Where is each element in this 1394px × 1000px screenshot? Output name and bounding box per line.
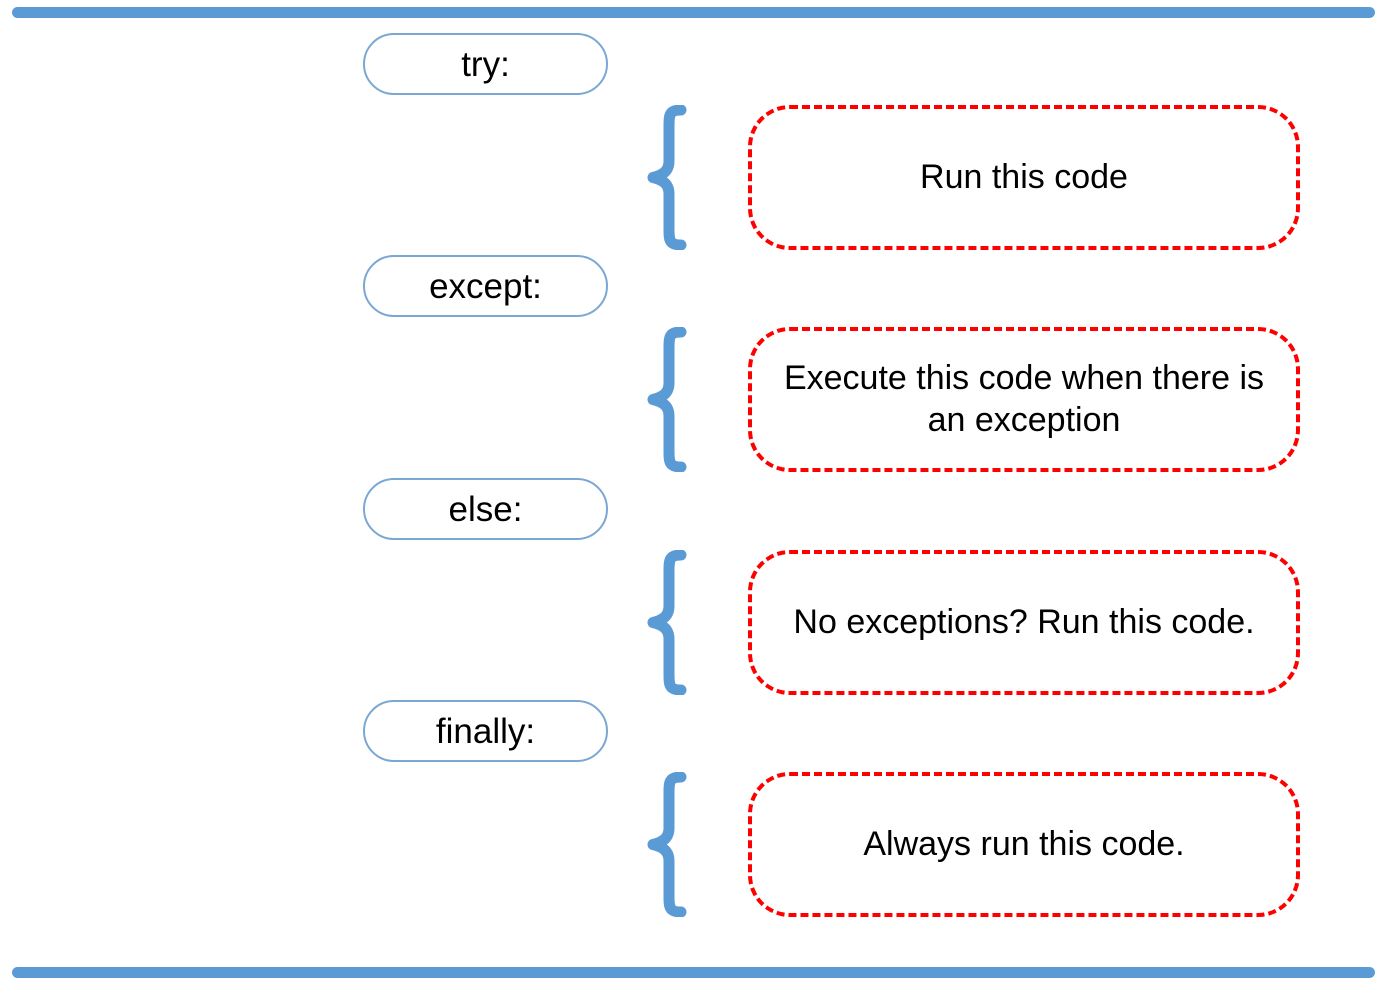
curly-brace-icon-else — [640, 550, 692, 695]
keyword-label: except: — [429, 266, 542, 306]
top-divider — [12, 7, 1375, 18]
callout-box-finally: Always run this code. — [748, 772, 1300, 917]
callout-text: No exceptions? Run this code. — [793, 602, 1255, 641]
keyword-pill-try: try: — [363, 33, 608, 95]
keyword-label: else: — [448, 489, 523, 529]
callout-text: Execute this code when there is an excep… — [783, 359, 1265, 439]
keyword-label: try: — [461, 44, 510, 84]
keyword-pill-else: else: — [363, 478, 608, 540]
curly-brace-icon-except — [640, 327, 692, 472]
callout-box-try: Run this code — [748, 105, 1300, 250]
curly-brace-icon-finally — [640, 772, 692, 917]
keyword-pill-except: except: — [363, 255, 608, 317]
keyword-label: finally: — [435, 711, 536, 751]
callout-box-except: Execute this code when there is an excep… — [748, 327, 1300, 472]
callout-box-else: No exceptions? Run this code. — [748, 550, 1300, 695]
callout-text: Always run this code. — [863, 824, 1185, 863]
callout-text: Run this code — [920, 157, 1128, 196]
bottom-divider — [12, 967, 1375, 978]
curly-brace-icon-try — [640, 105, 692, 250]
keyword-pill-finally: finally: — [363, 700, 608, 762]
